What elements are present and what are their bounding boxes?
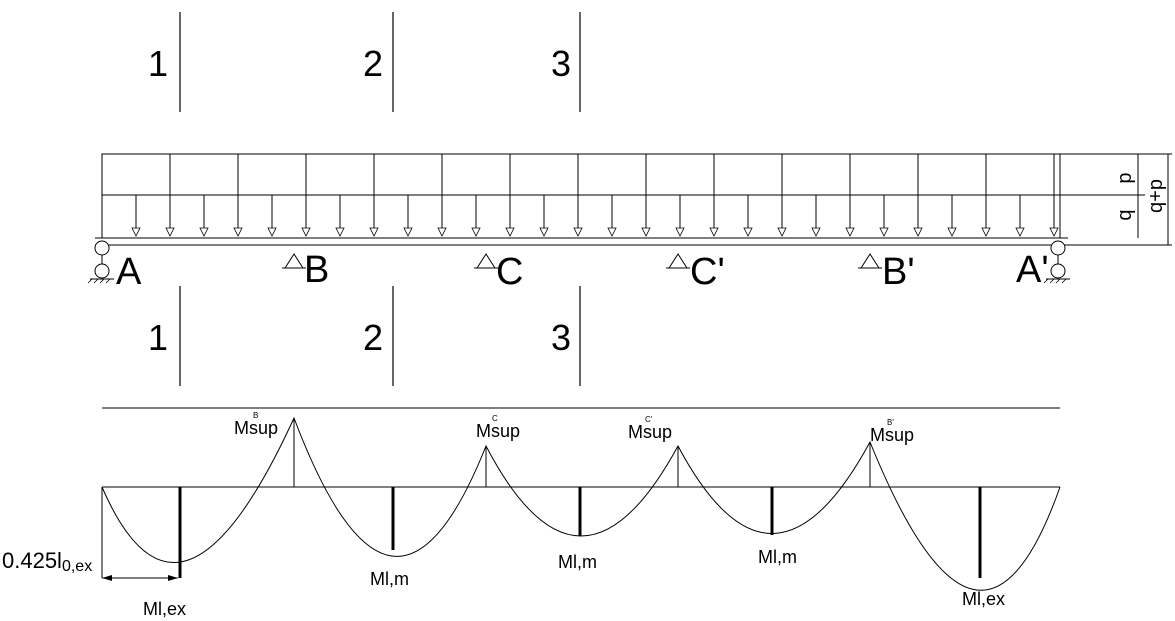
- load-arrowhead: [1015, 227, 1025, 237]
- label-q-plus-p: q+p: [1145, 179, 1167, 213]
- support-c-prime-pin: [666, 253, 690, 269]
- label-msup-b-sup: B: [253, 411, 258, 420]
- support-label-c-prime: C': [690, 251, 725, 293]
- label-msup-b-prime-sup: B': [887, 418, 894, 427]
- section-label-1-bottom: 1: [148, 317, 168, 358]
- load-arrowhead: [845, 227, 855, 237]
- load-diagram: p q q+p: [101, 153, 1172, 246]
- load-arrowhead: [913, 227, 923, 237]
- section-marks-top: 1 2 3: [148, 12, 581, 112]
- support-a-roller: [87, 240, 114, 284]
- section-label-2-top: 2: [363, 43, 383, 84]
- label-span-1: Ml,ex: [143, 599, 186, 619]
- label-span-3: Ml,m: [558, 552, 597, 572]
- dimension-arrow-left: [102, 575, 112, 581]
- load-arrowhead: [709, 227, 719, 237]
- load-arrowhead: [743, 227, 753, 237]
- moment-diagram: Msup B Msup C Msup C' Msup B' Ml,ex Ml,m…: [2, 407, 1061, 619]
- label-msup-b: Msup: [234, 418, 278, 438]
- load-arrowhead: [811, 227, 821, 237]
- load-arrowhead: [777, 227, 787, 237]
- label-q: q: [1114, 209, 1136, 220]
- section-label-3-top: 3: [551, 43, 571, 84]
- load-arrowhead: [131, 227, 141, 237]
- moment-curve: [101, 416, 1061, 591]
- support-a-prime-roller: [1043, 240, 1070, 284]
- load-arrowhead: [267, 227, 277, 237]
- label-msup-c-prime: Msup: [628, 422, 672, 442]
- load-arrowhead: [199, 227, 209, 237]
- support-b-pin: [282, 253, 306, 269]
- dimension-label-main: 0.425l: [2, 548, 62, 573]
- load-arrowhead: [641, 227, 651, 237]
- load-arrowhead: [471, 227, 481, 237]
- load-arrowhead: [369, 227, 379, 237]
- load-arrowhead: [301, 227, 311, 237]
- section-label-2-bottom: 2: [363, 317, 383, 358]
- load-arrows-full: [165, 154, 1059, 237]
- label-msup-c: Msup: [476, 421, 520, 441]
- load-arrowhead: [437, 227, 447, 237]
- label-msup-c-sup: C: [492, 414, 498, 423]
- support-b-prime-pin: [858, 253, 882, 269]
- load-arrowhead: [981, 227, 991, 237]
- supports: A B C C' B' A': [87, 240, 1070, 293]
- load-arrowhead: [505, 227, 515, 237]
- section-marks-bottom: 1 2 3: [148, 286, 581, 386]
- label-span-4: Ml,m: [758, 547, 797, 567]
- load-arrowhead: [607, 227, 617, 237]
- load-arrowhead: [1049, 227, 1059, 237]
- load-arrowhead: [879, 227, 889, 237]
- load-arrowhead: [573, 227, 583, 237]
- label-msup-c-prime-sup: C': [645, 415, 653, 424]
- load-arrowhead: [539, 227, 549, 237]
- load-arrowhead: [403, 227, 413, 237]
- label-span-2: Ml,m: [370, 569, 409, 589]
- support-label-b-prime: B': [882, 251, 915, 293]
- load-arrowhead: [233, 227, 243, 237]
- load-arrowhead: [675, 227, 685, 237]
- label-msup-b-prime: Msup: [870, 425, 914, 445]
- support-label-a: A: [116, 251, 142, 293]
- beam: [95, 237, 1068, 246]
- dimension-label-sub: 0,ex: [62, 558, 92, 575]
- load-arrowhead: [165, 227, 175, 237]
- label-p: p: [1114, 172, 1136, 183]
- support-label-c: C: [496, 251, 523, 293]
- support-label-a-prime: A': [1016, 249, 1049, 291]
- load-arrowhead: [947, 227, 957, 237]
- load-arrows-q: [131, 195, 1025, 237]
- label-span-5: Ml,ex: [962, 589, 1005, 609]
- support-c-pin: [474, 253, 498, 269]
- dimension-arrow-right: [168, 575, 178, 581]
- dimension-label: 0.425l0,ex: [2, 548, 92, 575]
- section-label-3-bottom: 3: [551, 317, 571, 358]
- support-label-b: B: [304, 249, 329, 291]
- load-area-q: [101, 153, 1061, 239]
- section-label-1-top: 1: [148, 43, 168, 84]
- load-arrowhead: [335, 227, 345, 237]
